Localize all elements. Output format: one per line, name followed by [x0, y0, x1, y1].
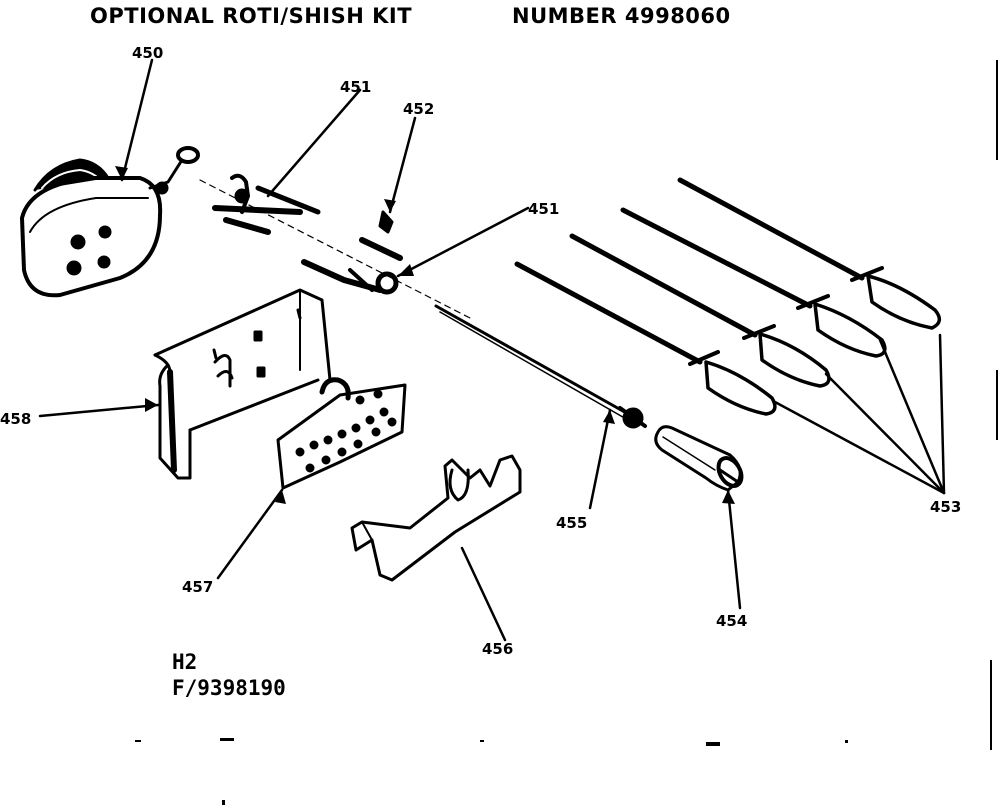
leader-lines — [38, 58, 946, 642]
figure-number: F/9398190 — [172, 676, 286, 700]
callout-455: 455 — [556, 514, 587, 532]
callout-458: 458 — [0, 410, 31, 428]
callout-451-left: 451 — [340, 78, 371, 96]
callout-452: 452 — [403, 100, 434, 118]
arrowheads — [115, 166, 735, 504]
callout-457: 457 — [182, 578, 213, 596]
callout-454: 454 — [716, 612, 747, 630]
diagram-title: OPTIONAL ROTI/SHISH KIT — [90, 4, 413, 28]
motor-part — [20, 146, 200, 298]
spit-clamp-right-part — [301, 237, 403, 295]
kit-number: NUMBER 4998060 — [512, 4, 731, 28]
spit-rod-part — [434, 304, 647, 429]
front-support-part — [350, 454, 522, 582]
handle-part — [654, 425, 744, 492]
callout-450: 450 — [132, 44, 163, 62]
spit-clamp-left-part — [212, 173, 321, 235]
screw-part — [378, 210, 394, 234]
callout-456: 456 — [482, 640, 513, 658]
callout-451-right: 451 — [528, 200, 559, 218]
footer-code: H2 — [172, 650, 198, 674]
skewers-part — [514, 177, 942, 416]
scan-marks — [135, 60, 998, 805]
callout-453: 453 — [930, 498, 961, 516]
front-bracket-part — [276, 377, 407, 490]
rear-support-part — [153, 288, 332, 480]
